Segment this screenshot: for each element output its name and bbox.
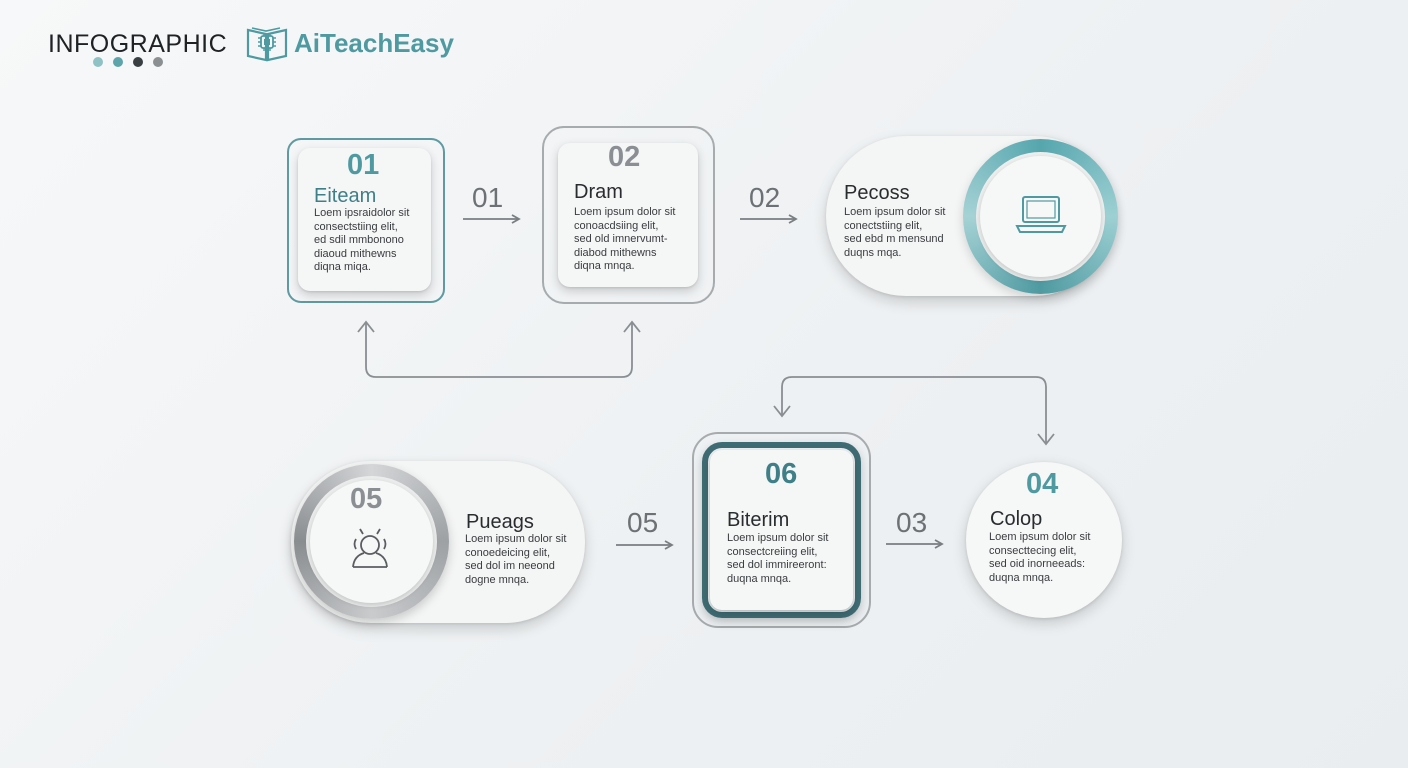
book-logo-icon (246, 27, 288, 62)
step-card-05: 05 Pueags Loem ipsum dolor sit conoedeic… (291, 461, 587, 626)
step-card-06: 06 Biterim Loem ipsum dolor sit consectc… (692, 432, 871, 628)
step-body: Loem ipsum dolor sit consecttecing elit,… (989, 531, 1091, 584)
arrow-label-03: 03 (896, 507, 928, 538)
step-body: Loem ipsum dolor sit conoacdsiing elit, … (574, 206, 676, 272)
dot-4 (153, 57, 163, 67)
dot-3 (133, 57, 143, 67)
infographic-heading: INFOGRAPHIC (48, 30, 228, 58)
arrow-label-05: 05 (627, 507, 659, 538)
step-number: 06 (765, 458, 798, 490)
step-number: 04 (1026, 468, 1059, 500)
laptop-icon (1015, 196, 1067, 233)
loop-connector-top (365, 322, 633, 378)
step-card-pecoss: Pecoss Loem ipsum dolor sit conectstiing… (826, 134, 1122, 300)
brand-name: AiTeachEasy (294, 27, 454, 58)
step-number: 01 (347, 149, 380, 181)
dot-2 (113, 57, 123, 67)
step-number: 02 (608, 141, 641, 173)
brand-logo: AiTeachEasy (244, 20, 454, 66)
step-title: Colop (990, 508, 1043, 530)
loop-connector-bottom (781, 376, 1047, 444)
step-title: Biterim (727, 509, 790, 531)
arrow-label-01: 01 (472, 182, 504, 213)
step-body: Loem ipsum dolor sit conectstiing elit, … (844, 206, 946, 259)
arrow-label-02: 02 (749, 182, 781, 213)
step-number: 05 (350, 483, 383, 515)
step-card-02: 02 Dram Loem ipsum dolor sit conoacdsiin… (542, 126, 715, 304)
person-signal-icon (352, 528, 388, 568)
step-title: Eiteam (314, 185, 377, 207)
step-body: Loem ipsraidolor sit consectstiing elit,… (314, 207, 410, 273)
dot-1 (93, 57, 103, 67)
step-body: Loem ipsum dolor sit consectcreiing elit… (727, 532, 829, 585)
step-title: Pueags (466, 511, 534, 533)
step-title: Pecoss (844, 182, 910, 204)
step-title: Dram (574, 181, 623, 203)
step-body: Loem ipsum dolor sit conoedeicing elit, … (465, 533, 567, 586)
header-dots (93, 57, 163, 67)
step-card-01: 01 Eiteam Loem ipsraidolor sit consectst… (287, 138, 445, 303)
step-card-04: 04 Colop Loem ipsum dolor sit consecttec… (966, 462, 1124, 620)
